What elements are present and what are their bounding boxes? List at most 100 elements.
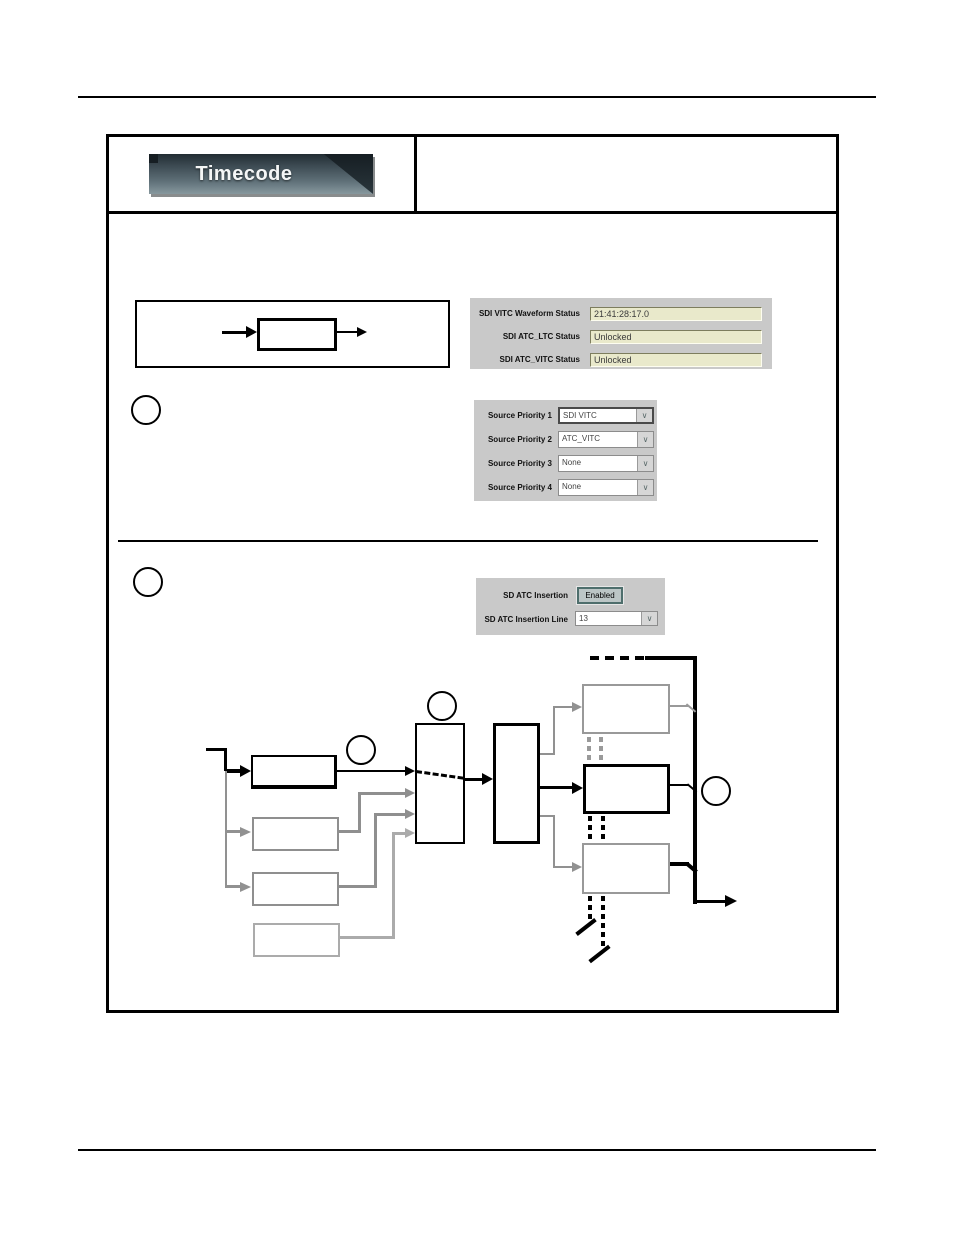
flow-line	[226, 769, 240, 773]
chevron-down-icon[interactable]: ∨	[637, 480, 653, 495]
arrow-right-icon	[572, 782, 583, 794]
source-priority-label: Source Priority 1	[487, 411, 552, 420]
flow-line	[553, 706, 555, 755]
tab-timecode[interactable]: Timecode	[149, 154, 373, 194]
source-priority-label: Source Priority 2	[487, 435, 552, 444]
arrow-right-icon	[405, 828, 415, 838]
flow-line	[540, 753, 555, 755]
arrow-right-icon	[240, 882, 251, 892]
arrow-right-icon	[246, 326, 257, 338]
source-box-3	[252, 872, 339, 906]
arrow-right-icon	[357, 327, 367, 337]
status-label: SDI VITC Waveform Status	[478, 309, 580, 318]
flow-line	[553, 815, 555, 868]
sd-atc-insertion-label: SD ATC Insertion	[503, 591, 568, 600]
flow-line	[374, 813, 377, 888]
source-priority-label: Source Priority 4	[487, 483, 552, 492]
arrow-right-icon	[725, 895, 737, 907]
dashed-continuation	[587, 737, 591, 763]
callout-circle-1	[131, 395, 161, 425]
flow-line	[669, 705, 688, 707]
sd-atc-insertion-line-select[interactable]: 13 ∨	[575, 611, 658, 626]
sdi-atc-vitc-status-field: Unlocked	[590, 353, 762, 367]
header-row-divider	[106, 211, 839, 214]
chevron-down-icon[interactable]: ∨	[637, 432, 653, 447]
flow-line	[697, 900, 725, 903]
output-box-top	[582, 684, 670, 734]
bottom-rule	[78, 1149, 876, 1151]
tab-label: Timecode	[195, 162, 293, 185]
callout-circle-a	[346, 735, 376, 765]
dashed-continuation	[588, 816, 592, 842]
mini-diagram-frame	[135, 300, 450, 368]
source-priority-3-select[interactable]: None ∨	[558, 455, 654, 472]
header-cell-divider	[414, 137, 417, 211]
source-box-2	[252, 817, 339, 851]
output-box-bottom	[582, 843, 670, 894]
flow-line	[555, 866, 573, 868]
chevron-down-icon[interactable]: ∨	[637, 456, 653, 471]
flow-line	[339, 885, 377, 888]
sd-atc-insertion-line-label: SD ATC Insertion Line	[484, 615, 568, 624]
select-value: SDI VITC	[563, 411, 597, 420]
arrow-right-icon	[405, 788, 415, 798]
flow-line	[555, 706, 573, 708]
sdi-atc-ltc-status-field: Unlocked	[590, 330, 762, 344]
dashed-continuation	[599, 737, 603, 763]
flow-line	[670, 862, 689, 866]
flow-line	[206, 748, 226, 751]
sdi-vitc-waveform-status-field: 21:41:28:17.0	[590, 307, 762, 321]
callout-circle-b	[427, 691, 457, 721]
flow-line	[395, 832, 405, 835]
arrow-right-icon	[405, 809, 415, 819]
arrow-right-icon	[572, 862, 582, 872]
mini-diagram-box	[257, 318, 337, 351]
flow-line	[337, 331, 357, 333]
source-priority-4-select[interactable]: None ∨	[558, 479, 654, 496]
priority-selector-box	[415, 723, 465, 844]
flow-line	[540, 815, 555, 817]
source-priority-1-select[interactable]: SDI VITC ∨	[558, 407, 654, 424]
sd-atc-insertion-enabled-button[interactable]: Enabled	[577, 587, 623, 604]
top-rule	[78, 96, 876, 98]
arrow-right-icon	[240, 827, 251, 837]
select-value: None	[562, 458, 582, 467]
flow-line	[361, 792, 405, 795]
flow-line	[337, 770, 405, 772]
arrow-right-icon	[240, 765, 251, 777]
dashed-continuation	[601, 896, 605, 950]
section-frame	[106, 134, 839, 1013]
chevron-down-icon[interactable]: ∨	[636, 409, 652, 422]
flow-line	[227, 885, 240, 888]
flow-line	[340, 936, 395, 939]
flow-line	[358, 792, 361, 833]
flow-line	[377, 813, 405, 816]
status-label: SDI ATC_VITC Status	[499, 355, 580, 364]
status-label: SDI ATC_LTC Status	[502, 332, 580, 341]
bus-dashed-line	[590, 656, 646, 660]
select-value: ATC_VITC	[562, 434, 601, 443]
dashed-continuation	[601, 816, 605, 842]
section-divider	[118, 540, 818, 542]
flow-line	[339, 830, 361, 833]
flow-line	[645, 656, 696, 660]
callout-circle-c	[701, 776, 731, 806]
arrow-right-icon	[572, 702, 582, 712]
source-box-1	[251, 755, 337, 789]
source-priority-label: Source Priority 3	[487, 459, 552, 468]
source-box-4	[253, 923, 340, 957]
flow-line	[465, 778, 482, 781]
flow-line	[225, 771, 227, 888]
select-value: None	[562, 482, 582, 491]
chevron-down-icon[interactable]: ∨	[641, 612, 657, 625]
source-priority-2-select[interactable]: ATC_VITC ∨	[558, 431, 654, 448]
callout-circle-2	[133, 567, 163, 597]
flow-line	[222, 331, 246, 334]
sd-atc-panel	[476, 578, 665, 635]
tab-corner-notch	[149, 154, 158, 163]
timecode-processor-box	[493, 723, 540, 844]
select-value: 13	[579, 614, 588, 623]
flow-line	[227, 830, 240, 833]
flow-line	[540, 786, 573, 789]
